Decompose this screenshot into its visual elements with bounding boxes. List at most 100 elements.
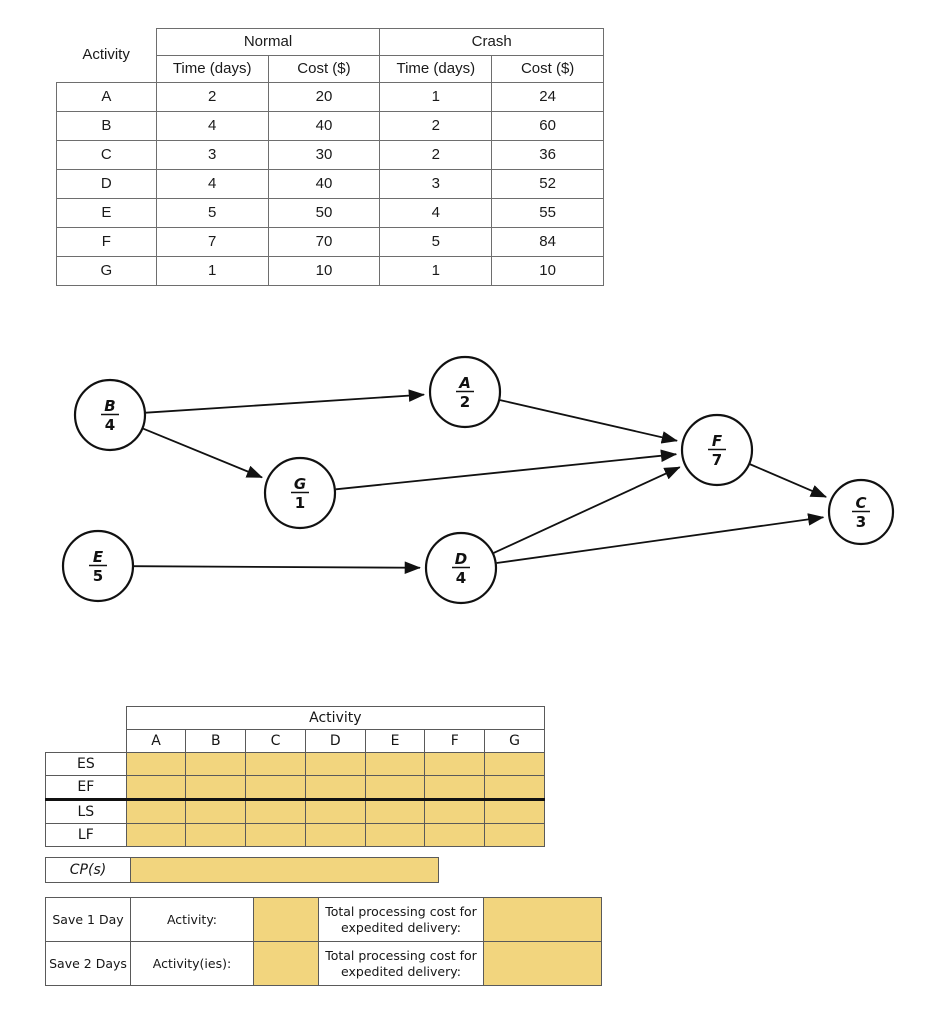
schedule-cell-es-b[interactable] [185, 752, 247, 776]
critical-path-section: CP(s) [45, 857, 439, 883]
save-cost-label-2: Total processing cost for expedited deli… [318, 941, 484, 986]
schedule-cell-es-c[interactable] [245, 752, 306, 776]
cell-normal-time: 7 [155, 227, 269, 257]
table-row: Save 2 Days Activity(ies): Total process… [45, 941, 602, 986]
schedule-row-label-ls: LS [45, 799, 127, 824]
schedule-cell-ls-b[interactable] [185, 799, 247, 824]
table-row: G 1 10 1 10 [56, 256, 604, 286]
schedule-cell-lf-c[interactable] [245, 823, 306, 847]
schedule-cell-es-f[interactable] [424, 752, 486, 776]
schedule-cell-ef-c[interactable] [245, 775, 306, 801]
cost-table-header-normal-time: Time (days) [155, 55, 269, 83]
node-letter: B [104, 397, 115, 415]
cell-activity: B [56, 111, 157, 141]
schedule-col-head-b: B [185, 729, 247, 753]
critical-path-value-field[interactable] [130, 857, 439, 883]
table-row: B 4 40 2 60 [56, 111, 604, 141]
schedule-cell-lf-e[interactable] [364, 823, 426, 847]
node-duration: 4 [105, 416, 115, 434]
schedule-cell-lf-b[interactable] [185, 823, 247, 847]
cost-table-corner-activity: Activity [56, 28, 157, 83]
node-letter: G [294, 475, 306, 493]
expedite-savings-section: Save 1 Day Activity: Total processing co… [45, 897, 602, 986]
cell-crash-time: 5 [379, 227, 493, 257]
network-node-g[interactable]: G1 [263, 456, 337, 530]
schedule-cell-lf-f[interactable] [424, 823, 486, 847]
table-row: Save 1 Day Activity: Total processing co… [45, 897, 602, 942]
schedule-cell-ef-f[interactable] [424, 775, 486, 801]
schedule-row-ls: LS [45, 799, 545, 824]
cell-normal-time: 3 [155, 140, 269, 170]
cell-crash-cost: 60 [491, 111, 604, 141]
schedule-cell-es-a[interactable] [125, 752, 187, 776]
save-activity-label-2: Activity(ies): [130, 941, 254, 986]
schedule-col-head-a: A [125, 729, 187, 753]
cell-crash-cost: 55 [491, 198, 604, 228]
network-edge-b-to-g [142, 427, 263, 479]
save-activity-label-1: Activity: [130, 897, 254, 942]
schedule-cell-es-d[interactable] [304, 752, 366, 776]
network-edge-f-to-c [749, 463, 827, 498]
save-cost-value-2[interactable] [483, 941, 602, 986]
schedule-cell-ls-g[interactable] [484, 799, 545, 824]
save-activity-value-1[interactable] [253, 897, 319, 942]
schedule-col-head-g: G [484, 729, 545, 753]
network-edges [133, 389, 827, 574]
cost-table-subheader-row: Time (days) Cost ($) Time (days) Cost ($… [57, 55, 604, 83]
cell-normal-cost: 40 [267, 169, 381, 199]
schedule-cell-ls-d[interactable] [304, 799, 366, 824]
network-node-b[interactable]: B4 [73, 378, 147, 452]
network-node-e[interactable]: E5 [61, 529, 135, 603]
node-letter: C [855, 494, 866, 512]
schedule-cell-ef-g[interactable] [484, 775, 545, 801]
network-node-f[interactable]: F7 [680, 413, 754, 487]
critical-path-row: CP(s) [45, 857, 439, 883]
cost-table: Activity Normal Crash Time (days) Cost (… [56, 28, 604, 286]
network-node-d[interactable]: D4 [424, 531, 498, 605]
schedule-col-head-f: F [424, 729, 486, 753]
cost-table-header-crash-cost: Cost ($) [491, 55, 604, 83]
schedule-cell-es-e[interactable] [364, 752, 426, 776]
network-node-c[interactable]: C3 [827, 478, 895, 546]
normal-crash-cost-table: Activity Normal Crash Time (days) Cost (… [56, 28, 604, 286]
table-row: D 4 40 3 52 [56, 169, 604, 199]
cost-table-group-crash: Crash [379, 28, 604, 56]
cell-crash-cost: 24 [491, 82, 604, 112]
critical-path-table: CP(s) [45, 857, 439, 883]
node-letter: A [458, 374, 471, 392]
schedule-cell-ls-f[interactable] [424, 799, 486, 824]
cell-activity: F [56, 227, 157, 257]
schedule-row-label-ef: EF [45, 775, 127, 801]
cell-normal-cost: 40 [267, 111, 381, 141]
node-duration: 1 [295, 494, 305, 512]
schedule-cell-ef-e[interactable] [364, 775, 426, 801]
save-activity-value-2[interactable] [253, 941, 319, 986]
schedule-cell-ls-c[interactable] [245, 799, 306, 824]
schedule-col-head-d: D [304, 729, 366, 753]
table-row: E 5 50 4 55 [56, 198, 604, 228]
table-row: F 7 70 5 84 [56, 227, 604, 257]
cell-normal-time: 1 [155, 256, 269, 286]
schedule-cell-ls-a[interactable] [125, 799, 187, 824]
schedule-cell-ef-b[interactable] [185, 775, 247, 801]
schedule-cell-lf-a[interactable] [125, 823, 187, 847]
schedule-cell-lf-d[interactable] [304, 823, 366, 847]
schedule-col-head-c: C [245, 729, 306, 753]
node-duration: 2 [460, 393, 470, 411]
schedule-cell-ef-d[interactable] [304, 775, 366, 801]
node-duration: 3 [856, 513, 866, 531]
network-edge-e-to-d [133, 561, 421, 574]
schedule-row-es: ES [45, 752, 545, 776]
schedule-cell-ef-a[interactable] [125, 775, 187, 801]
save-cost-value-1[interactable] [483, 897, 602, 942]
network-node-a[interactable]: A2 [428, 355, 502, 429]
schedule-cell-lf-g[interactable] [484, 823, 545, 847]
schedule-cell-ls-e[interactable] [364, 799, 426, 824]
network-edge-g-to-f [335, 449, 678, 491]
schedule-grid-section: Activity A B C D E F G ES [45, 706, 546, 847]
network-edge-a-to-f [499, 399, 678, 444]
schedule-cell-es-g[interactable] [484, 752, 545, 776]
cell-normal-time: 4 [155, 111, 269, 141]
cell-crash-time: 3 [379, 169, 493, 199]
schedule-corner-blank-2 [45, 729, 127, 753]
